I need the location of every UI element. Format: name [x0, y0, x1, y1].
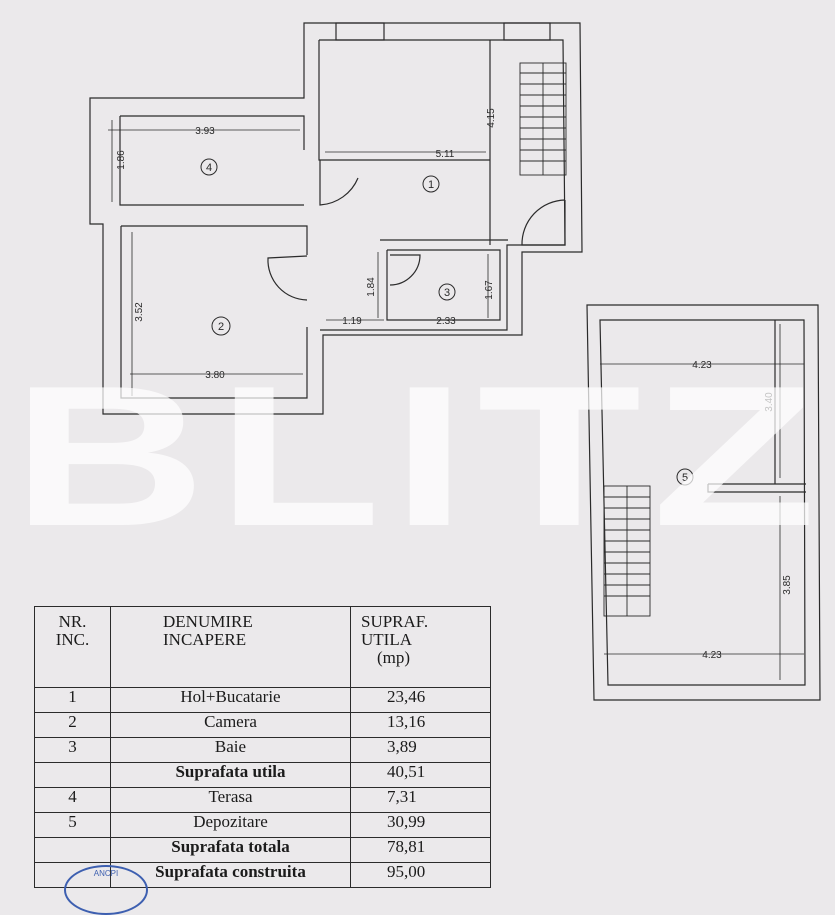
row-name: Camera	[110, 712, 351, 738]
row-number: 5	[34, 812, 111, 838]
dim-terasa-depth: 1.86	[116, 150, 127, 170]
room-marker-4-circle	[200, 158, 218, 176]
row-name: Suprafata utila	[110, 762, 351, 788]
row-name: Baie	[110, 737, 351, 763]
watermark-logo: BLITZ	[12, 345, 827, 568]
header-sup-line-1: SUPRAF.	[361, 612, 429, 631]
room-marker-2-circle	[211, 316, 231, 336]
row-area: 13,16	[350, 712, 491, 738]
dim-hol-depth: 4.15	[486, 108, 497, 128]
dim-hall-small-width: 1.19	[342, 316, 362, 327]
stairs-hol	[519, 62, 567, 176]
row-number: 4	[34, 787, 111, 813]
row-area: 3,89	[350, 737, 491, 763]
door-baie	[389, 254, 421, 286]
row-area: 7,31	[350, 787, 491, 813]
row-number: 1	[34, 687, 111, 713]
room-number-1: 1	[428, 179, 434, 191]
dim-depozit-depth-top: 3.40	[764, 392, 775, 412]
row-area: 30,99	[350, 812, 491, 838]
window-top-right	[503, 22, 551, 41]
row-number	[34, 837, 111, 863]
dim-terasa-width: 3.93	[195, 126, 215, 137]
room-marker-1-circle	[422, 175, 440, 193]
room-number-3: 3	[444, 287, 450, 299]
row-area: 23,46	[350, 687, 491, 713]
depozit-partition	[707, 320, 806, 493]
row-area: 78,81	[350, 837, 491, 863]
dim-depozit-depth-bottom: 3.85	[782, 575, 793, 595]
row-name: Depozitare	[110, 812, 351, 838]
header-den-line-1: DENUMIRE	[163, 612, 253, 631]
header-nr-line-2: INC.	[55, 629, 90, 649]
header-den-line-2: INCAPERE	[163, 629, 247, 649]
room-marker-3-circle	[438, 283, 456, 301]
depozit-dimension-lines	[600, 324, 804, 680]
row-area: 40,51	[350, 762, 491, 788]
row-name: Suprafata construita	[110, 862, 351, 888]
row-number	[34, 762, 111, 788]
hol-partition	[318, 40, 508, 321]
dim-depozit-width-bottom: 4.23	[702, 650, 722, 661]
row-name: Hol+Bucatarie	[110, 687, 351, 713]
floor-plan: 3.93 1.86 5.11 4.15 3.80 3.52 1.84 1.19 …	[12, 22, 827, 701]
row-name: Terasa	[110, 787, 351, 813]
window-top-left	[335, 22, 385, 41]
header-nr-line-1: NR.	[58, 612, 87, 631]
dim-camera-depth: 3.52	[134, 302, 145, 322]
dim-hol-width: 5.11	[436, 149, 455, 160]
header-nr-inc: NR.INC.	[34, 606, 111, 688]
door-terasa	[319, 160, 359, 206]
room-number-4: 4	[206, 162, 212, 174]
dim-hall-small-depth: 1.84	[366, 277, 377, 297]
dim-baie-width: 2.33	[436, 316, 456, 327]
main-outer-wall	[89, 22, 583, 415]
depozit-outer-wall	[586, 304, 821, 701]
dim-depozit-width-top: 4.23	[692, 360, 712, 371]
dim-camera-width: 3.80	[205, 370, 225, 381]
stamp-text: ANCPI	[93, 869, 119, 878]
room-marker-5-circle	[676, 468, 694, 486]
row-number: 2	[34, 712, 111, 738]
room-number-5: 5	[682, 472, 688, 484]
row-name: Suprafata totala	[110, 837, 351, 863]
door-exterior	[521, 199, 566, 246]
dimension-lines	[108, 120, 498, 396]
row-area: 95,00	[350, 862, 491, 888]
row-number: 3	[34, 737, 111, 763]
dim-baie-depth: 1.67	[484, 280, 495, 300]
header-supraf: SUPRAF.UTILA(mp)	[350, 606, 491, 688]
door-camera	[267, 255, 308, 301]
header-sup-line-2: UTILA	[361, 629, 412, 649]
stairs-depozit	[603, 485, 651, 617]
stamp-seal: ANCPI	[64, 865, 148, 915]
room-number-2: 2	[218, 321, 224, 333]
header-sup-line-3: (mp)	[377, 647, 411, 667]
